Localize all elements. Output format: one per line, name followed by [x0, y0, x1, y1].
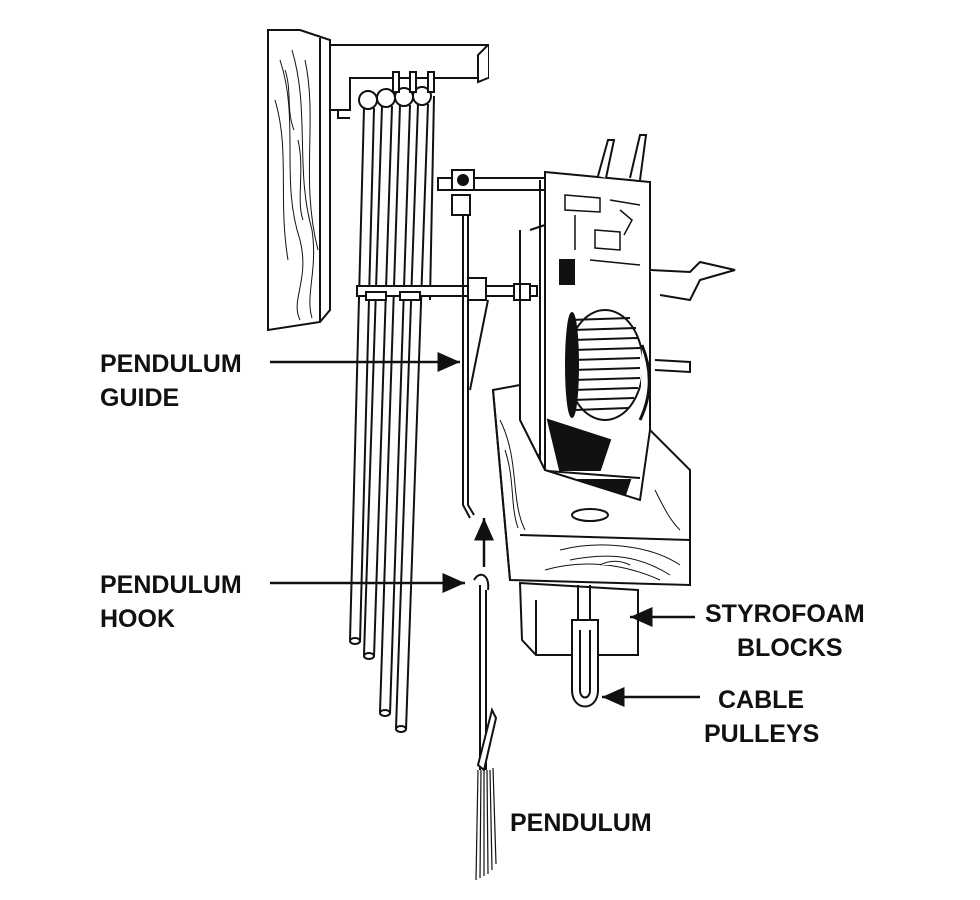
hammer-bar: [356, 277, 538, 301]
styrofoam-blocks-label-line2: BLOCKS: [737, 634, 843, 662]
wooden-shelf: [491, 383, 691, 587]
cable-pulley: [571, 585, 599, 708]
chime-rod-mounts: [358, 71, 435, 110]
pendulum-guide-label-line1: PENDULUM: [100, 350, 242, 378]
pendulum: [473, 573, 498, 881]
wooden-backboard: [267, 29, 331, 332]
pendulum-guide-label-line2: GUIDE: [100, 384, 179, 412]
pendulum-hook-label-line1: PENDULUM: [100, 571, 242, 599]
pendulum-label: PENDULUM: [510, 809, 652, 837]
callout-arrows: [270, 352, 700, 707]
cable-pulleys-label-line1: CABLE: [718, 686, 804, 714]
pendulum-guide-wire: [437, 169, 546, 519]
cable-pulleys-label-line2: PULLEYS: [704, 720, 819, 748]
pendulum-hook-label-line2: HOOK: [100, 605, 175, 633]
cable-drum: [565, 309, 651, 421]
styrofoam-blocks-label-line1: STYROFOAM: [705, 600, 865, 628]
chime-rods: [349, 95, 435, 733]
